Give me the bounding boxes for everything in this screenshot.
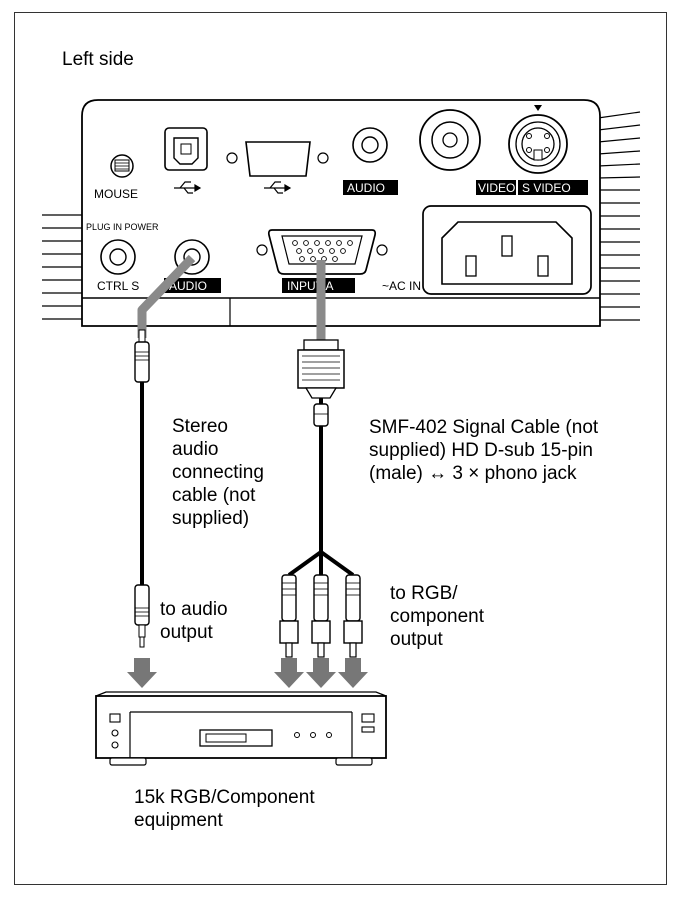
projector-side-panel: MOUSE AUDIO — [42, 99, 641, 327]
phono-plug-icon — [279, 574, 299, 658]
signal-cable-label-line: supplied) HD D-sub 15-pin — [369, 440, 593, 461]
video-jack-icon — [419, 109, 481, 171]
usb-icon — [174, 181, 202, 194]
side-label: Left side — [62, 49, 134, 70]
arrow-down-icon-4 — [338, 658, 368, 688]
usb-a-port-icon — [245, 141, 311, 177]
signal-cable — [279, 260, 363, 658]
mouse-port-icon — [110, 154, 134, 178]
rgb-output-label: to RGB/ component output — [390, 582, 484, 651]
usb-b-port-icon — [164, 127, 208, 171]
audio-bottom-badge — [164, 278, 221, 293]
s-video-badge — [518, 180, 588, 195]
signal-cable-label-line: (male) ↔ 3 × phono jack — [369, 463, 577, 484]
audio-top-badge — [343, 180, 398, 195]
d-sub-plug-icon — [297, 339, 345, 399]
phono-plug-icon-2 — [311, 574, 331, 658]
vent-fins-right — [597, 111, 641, 321]
vent-fins-left — [42, 214, 82, 320]
stereo-cable-label-line: cable (not — [172, 485, 256, 506]
audio-output-label-line: to audio — [160, 599, 228, 620]
rgb-component-equipment — [95, 691, 387, 766]
stereo-audio-cable — [134, 254, 196, 648]
ctrl-s-jack-icon — [100, 239, 136, 275]
stereo-cable-label-line: Stereo — [172, 416, 228, 437]
diagram-frame — [14, 12, 667, 885]
plug-in-power-label: PLUG IN POWER — [86, 222, 159, 232]
video-badge — [476, 180, 516, 195]
arrow-down-icon — [127, 658, 157, 688]
audio-output-label-line: output — [160, 622, 213, 643]
ac-in-label: ~AC IN — [382, 279, 421, 293]
stereo-cable-label: Stereo audio connecting cable (not suppl… — [172, 415, 264, 530]
arrow-down-icon-2 — [274, 658, 304, 688]
signal-cable-label: SMF-402 Signal Cable (not supplied) HD D… — [369, 416, 598, 485]
stereo-cable-label-line: supplied) — [172, 508, 250, 529]
ac-inlet-icon — [422, 205, 592, 295]
rgb-output-label-line: output — [390, 629, 443, 650]
phono-plug-icon-3 — [343, 574, 363, 658]
audio-bottom-label: AUDIO — [169, 279, 207, 293]
arrow-down-icons — [127, 658, 368, 688]
equipment-label: 15k RGB/Component equipment — [134, 786, 315, 832]
stereo-cable-label-line: audio — [172, 439, 219, 460]
input-a-label: INPUT A — [287, 279, 333, 293]
ctrl-s-label: CTRL S — [97, 279, 139, 293]
audio-top-label: AUDIO — [347, 181, 385, 195]
video-label: VIDEO — [478, 181, 515, 195]
equipment-label-line: equipment — [134, 810, 223, 831]
arrow-down-icon-3 — [306, 658, 336, 688]
rgb-output-label-line: component — [390, 606, 485, 627]
stereo-cable-label-line: connecting — [172, 462, 264, 483]
audio-output-label: to audio output — [160, 598, 228, 644]
signal-cable-label-line: SMF-402 Signal Cable (not — [369, 417, 599, 438]
s-video-icon — [508, 105, 568, 174]
s-video-label: S VIDEO — [522, 181, 571, 195]
equipment-label-line: 15k RGB/Component — [134, 787, 315, 808]
mouse-label: MOUSE — [94, 187, 138, 201]
vga-connector-icon — [267, 229, 377, 275]
audio-jack-top-icon — [352, 127, 388, 163]
rgb-output-label-line: to RGB/ — [390, 583, 458, 604]
usb-icon-2 — [264, 181, 292, 194]
